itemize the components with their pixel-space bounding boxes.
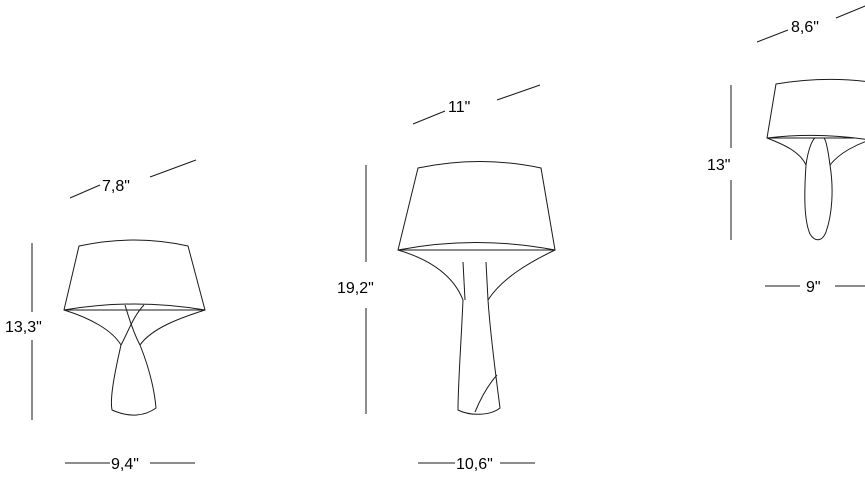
lamp-wall-width-dimension: 9"	[765, 279, 865, 296]
lamp-small-width-dimension: 9,4"	[65, 456, 195, 473]
lamp-large-fold-3	[474, 374, 498, 413]
lamp-large-shade	[397, 161, 556, 251]
lamp-large-width-label: 10,6"	[456, 456, 493, 473]
lamp-small: 7,8" 13,3" 9,4"	[5, 159, 206, 473]
lamp-large-depth-dimension: 11"	[412, 84, 541, 125]
lamp-wall-height-dimension: 13"	[707, 85, 732, 240]
depth-line-left	[756, 29, 789, 43]
lamp-small-depth-dimension: 7,8"	[69, 159, 197, 199]
lamp-large-width-dimension: 10,6"	[418, 456, 535, 473]
lamp-small-depth-label: 7,8"	[102, 178, 130, 195]
lamp-large-height-dimension: 19,2"	[337, 165, 374, 414]
lamp-small-shade	[63, 239, 206, 311]
lamp-wall-shade	[766, 78, 865, 140]
lamp-wall-base	[766, 137, 865, 241]
depth-line-right	[496, 84, 541, 101]
lamp-small-illustration	[63, 239, 206, 416]
lamp-large-illustration	[397, 161, 556, 415]
lamp-wall-width-label: 9"	[806, 279, 821, 296]
lamp-large-depth-label: 11"	[448, 99, 470, 116]
lamp-large-base	[397, 249, 556, 415]
depth-line-right	[149, 159, 197, 178]
lamp-small-height-dimension: 13,3"	[5, 243, 42, 420]
depth-line-right	[835, 5, 865, 19]
lamp-wall-fold-2	[823, 137, 831, 166]
lamp-small-fold-2	[124, 304, 141, 346]
lamp-small-base	[63, 309, 206, 416]
lamp-wall-depth-dimension: 8,6"	[756, 5, 865, 43]
lamp-wall-height-label: 13"	[707, 157, 730, 174]
lamp-large: 11" 19,2" 10,6"	[337, 84, 556, 473]
lamp-large-fold-2	[485, 261, 489, 301]
lamp-wall-fold-1	[805, 137, 816, 166]
lamp-wall: 8,6" 13" 9"	[707, 5, 865, 296]
lamp-wall-depth-label: 8,6"	[791, 19, 819, 36]
lamp-small-width-label: 9,4"	[111, 456, 139, 473]
depth-line-left	[69, 184, 101, 199]
lamp-small-height-label: 13,3"	[5, 319, 42, 336]
lamp-large-height-label: 19,2"	[337, 280, 374, 297]
lamp-large-fold-1	[462, 261, 466, 301]
depth-line-left	[412, 110, 446, 125]
lamp-wall-illustration	[766, 78, 865, 241]
